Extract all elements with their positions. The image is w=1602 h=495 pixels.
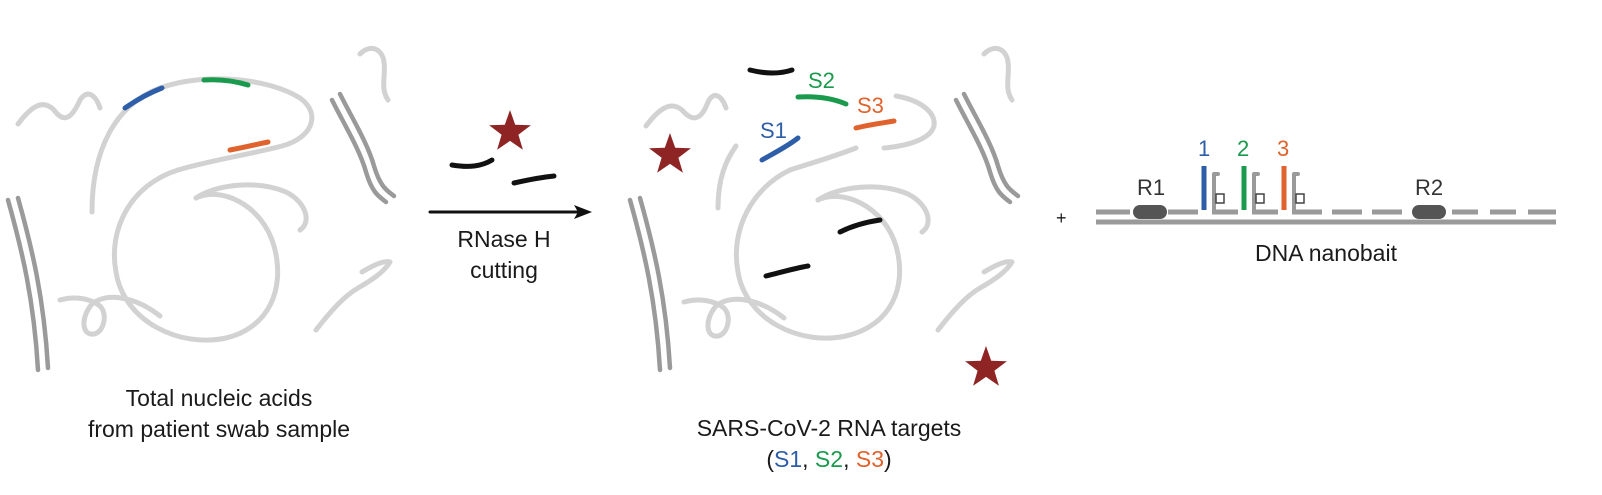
dna-probe <box>449 157 495 169</box>
rna-strand <box>643 93 729 129</box>
dsdna-strand <box>15 195 51 371</box>
nanobait-caption: DNA nanobait <box>1255 240 1397 266</box>
star-icon <box>489 110 531 150</box>
tag-square <box>1215 193 1225 204</box>
fragment-s1 <box>759 135 801 163</box>
left-caption-line2: from patient swab sample <box>87 416 351 442</box>
rna-strand <box>193 182 309 233</box>
rna-strand <box>681 296 787 339</box>
target-segment-s1 <box>122 85 165 111</box>
site-label-3: 3 <box>1277 136 1290 161</box>
rna-strand <box>15 91 103 127</box>
r2-handle <box>1412 205 1446 219</box>
fragment-s3 <box>853 118 897 131</box>
tag-square <box>1295 193 1305 204</box>
rna-strand <box>313 259 393 333</box>
rna-strand <box>981 45 1015 103</box>
middle-sample-panel <box>627 45 1021 373</box>
site-label-2: 2 <box>1237 136 1250 161</box>
plus-sign: + <box>1056 208 1067 228</box>
site-label-1: 1 <box>1198 136 1211 161</box>
arrow-caption-line1: RNase H <box>457 226 551 252</box>
rna-strand-with-targets <box>89 76 315 215</box>
dna-probe <box>511 173 557 186</box>
rnase-h-step <box>428 157 580 214</box>
dsdna-strand <box>953 97 1013 205</box>
dna-probe <box>763 263 811 279</box>
rna-strand <box>733 167 903 341</box>
mid-caption-line1: SARS-CoV-2 RNA targets <box>696 415 962 441</box>
fragment-label-s3: S3 <box>857 93 884 118</box>
target-segment-s3 <box>227 139 271 153</box>
fragment-label-s2: S2 <box>808 68 835 93</box>
mid-caption-line2: (S1, S2, S3) <box>766 445 891 474</box>
dna-probe <box>837 217 883 235</box>
dsdna-strand <box>637 195 673 371</box>
arrow-head <box>574 205 592 219</box>
mid-paren-close: ) <box>883 446 892 472</box>
hairpin-3 <box>1292 172 1300 212</box>
dsdna-strand <box>5 197 41 373</box>
mid-paren-open: ( <box>766 446 775 472</box>
r1-handle <box>1133 205 1167 219</box>
dsdna-strand <box>337 91 397 199</box>
star-icon <box>649 133 691 173</box>
rna-strand <box>815 184 931 235</box>
dsdna-strand <box>961 91 1021 199</box>
tag-square <box>1255 193 1265 204</box>
mid-comma: , <box>802 446 815 472</box>
dsdna-strand <box>627 197 663 373</box>
star-icon <box>965 346 1007 386</box>
mid-comma: , <box>843 446 856 472</box>
fragment-label-s1: S1 <box>760 118 787 143</box>
target-segment-s2 <box>201 77 251 88</box>
rna-strand <box>715 143 739 211</box>
rna-strand <box>357 45 391 103</box>
dsdna-strand <box>329 97 389 205</box>
rna-strand <box>787 145 859 173</box>
mid-target-s1: S1 <box>774 446 803 472</box>
fragment-s2 <box>795 94 849 107</box>
nanobait-icon <box>1096 166 1556 225</box>
dna-probe <box>747 67 795 76</box>
mid-target-s2: S2 <box>814 446 844 472</box>
left-sample-panel <box>5 45 397 373</box>
rna-strand <box>111 167 281 343</box>
hairpin-1 <box>1212 172 1220 212</box>
left-caption-line1: Total nucleic acids <box>125 385 313 411</box>
r2-label: R2 <box>1415 175 1444 200</box>
r1-label: R1 <box>1137 175 1166 200</box>
rna-strand <box>881 93 937 151</box>
rna-strand <box>57 294 163 337</box>
rna-strand <box>935 259 1015 333</box>
mid-target-s3: S3 <box>855 446 884 472</box>
hairpin-2 <box>1252 172 1260 212</box>
arrow-caption-line2: cutting <box>470 257 538 283</box>
